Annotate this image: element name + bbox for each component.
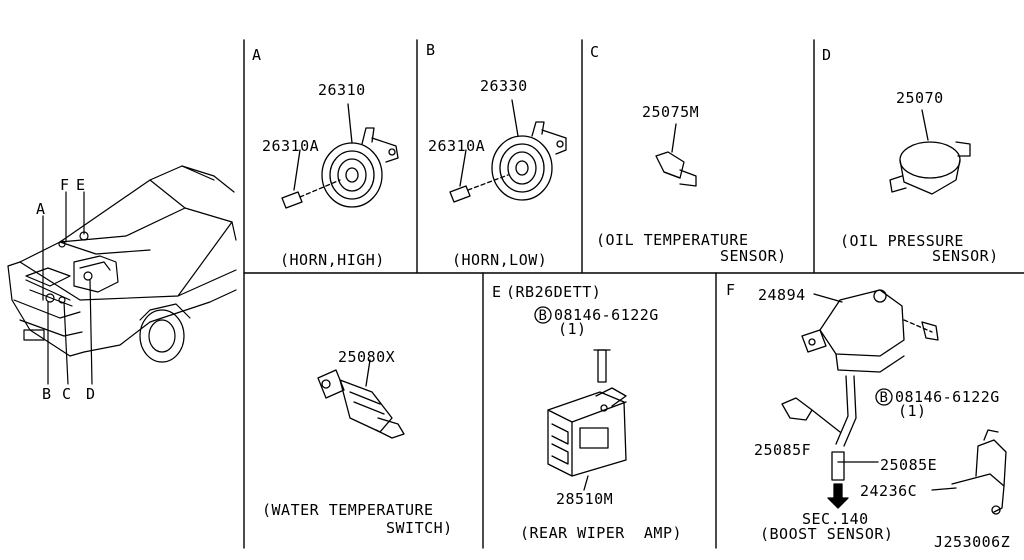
panel-d-caption-line1: (OIL PRESSURE (840, 232, 964, 250)
horn-low-drawing (449, 99, 567, 203)
diagram-code: J253006Z (934, 533, 1011, 551)
bolt-marker-e (534, 306, 552, 324)
part-number-25085f: 25085F (754, 441, 812, 459)
callout-f: F (60, 176, 70, 194)
callout-c: C (62, 385, 72, 403)
part-number-25070: 25070 (896, 89, 944, 107)
panel-grid (243, 39, 1024, 549)
part-number-24236c: 24236C (860, 482, 918, 500)
oil-temperature-sensor-drawing (655, 123, 697, 187)
panel-b-letter: B (426, 41, 436, 59)
sec-reference: SEC.140 (802, 510, 869, 528)
part-number-28510m: 28510M (556, 490, 614, 508)
bolt-marker-f (875, 388, 893, 406)
bolt-qty-e: (1) (558, 320, 587, 338)
panel-c-caption-line2: SENSOR) (720, 247, 787, 265)
part-number-25080x: 25080X (338, 348, 396, 366)
panel-f-letter: F (726, 281, 736, 299)
panel-a-letter: A (252, 46, 262, 64)
bolt-qty-f: (1) (898, 402, 927, 420)
part-number-26330: 26330 (480, 77, 528, 95)
water-caption-line1: (WATER TEMPERATURE (262, 501, 434, 519)
bolt-marker-f-label: B (879, 390, 889, 406)
panel-d-letter: D (822, 46, 832, 64)
part-number-25085e: 25085E (880, 456, 938, 474)
water-temperature-switch-drawing (317, 359, 405, 439)
bolt-marker-e-label: B (538, 308, 548, 324)
callout-d: D (86, 385, 96, 403)
boost-sensor-drawing (781, 289, 1007, 515)
panel-b-caption: (HORN,LOW) (452, 251, 548, 269)
part-number-24894: 24894 (758, 286, 806, 304)
part-number-26310a-b: 26310A (428, 137, 486, 155)
bolt-code-e: 08146-6122G (554, 306, 659, 324)
car-overview-drawing (7, 165, 237, 385)
oil-pressure-sensor-drawing (889, 109, 971, 195)
panel-a-caption: (HORN,HIGH) (280, 251, 385, 269)
part-number-25075m: 25075M (642, 103, 700, 121)
panel-f-caption: (BOOST SENSOR) (760, 525, 894, 543)
callout-e: E (76, 176, 86, 194)
water-caption-line2: SWITCH) (386, 519, 453, 537)
part-number-26310: 26310 (318, 81, 366, 99)
part-number-26310a: 26310A (262, 137, 320, 155)
bolt-code-f: 08146-6122G (895, 388, 1000, 406)
panel-c-letter: C (590, 43, 600, 61)
panel-d-caption-line2: SENSOR) (932, 247, 999, 265)
callout-b: B (42, 385, 52, 403)
panel-e-caption: (REAR WIPER AMP) (520, 524, 683, 542)
horn-high-drawing (281, 103, 399, 209)
panel-e-letter: E (492, 283, 502, 301)
panel-c-caption-line1: (OIL TEMPERATURE (596, 231, 749, 249)
rear-wiper-amp-drawing (547, 349, 627, 491)
panel-e-variant: (RB26DETT) (506, 283, 602, 301)
callout-a: A (36, 200, 46, 218)
